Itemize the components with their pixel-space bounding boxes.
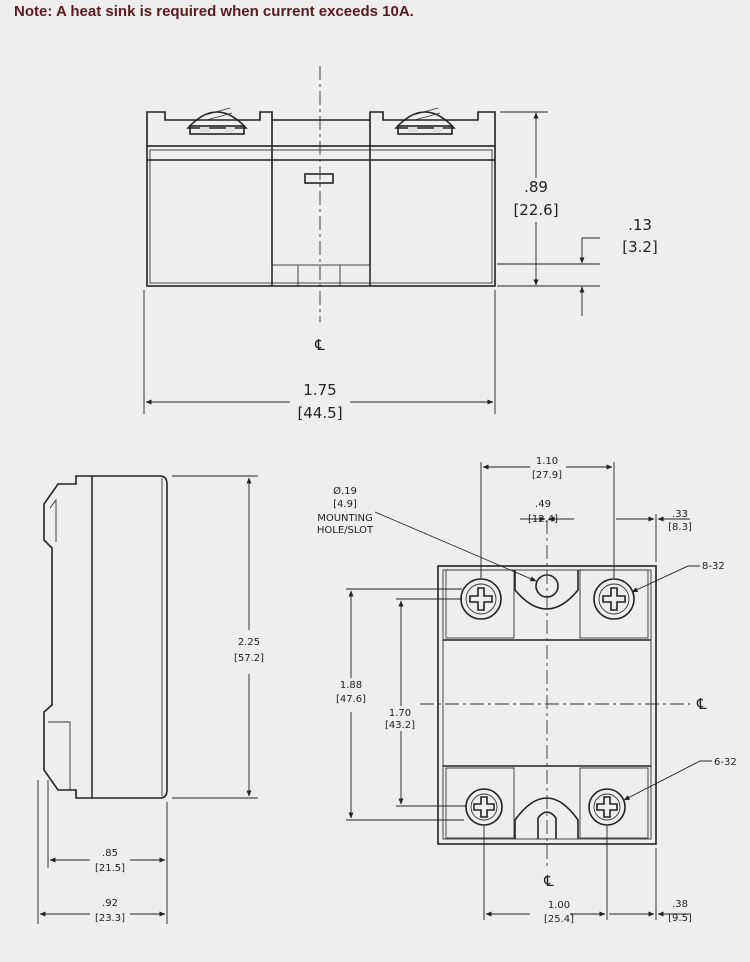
hole-label-2: HOLE/SLOT (317, 525, 374, 536)
front-width-in: 1.10 (536, 456, 558, 467)
hole-label-1: MOUNTING (317, 513, 373, 524)
front-h2-in: 1.70 (389, 708, 411, 719)
front-bottom-in: 1.00 (548, 900, 570, 911)
top-width-mm: [44.5] (297, 404, 342, 422)
front-hole-mm: [12.4] (528, 514, 558, 525)
front-bottom-right-mm: [9.5] (668, 913, 692, 924)
front-h2-mm: [43.2] (385, 720, 415, 731)
front-h1-in: 1.88 (340, 680, 362, 691)
front-hole-in: .49 (535, 499, 551, 510)
top-left-screw-head (186, 107, 248, 135)
hole-label-mm: [4.9] (333, 499, 357, 510)
screw-bottom-left-icon (465, 788, 503, 826)
top-view: ℄ .89 [22.6] .13 [3.2] 1.75 [44.5] (143, 66, 658, 422)
top-height-in: .89 (524, 178, 548, 196)
side-height-in: 2.25 (238, 637, 260, 648)
top-height-mm: [22.6] (513, 201, 558, 219)
front-h1-mm: [47.6] (336, 694, 366, 705)
top-offset-in: .13 (628, 216, 652, 234)
top-offset-mm: [3.2] (622, 238, 658, 256)
screw-bottom-size: 6-32 (714, 757, 737, 768)
front-bottom-right-in: .38 (672, 899, 688, 910)
screw-top-right-icon (593, 578, 635, 620)
side-depth1-mm: [21.5] (95, 863, 125, 874)
screw-top-left-icon (460, 578, 502, 620)
side-depth2-in: .92 (102, 898, 118, 909)
side-height-mm: [57.2] (234, 653, 264, 664)
front-right-mm: [8.3] (668, 522, 692, 533)
front-right-in: .33 (672, 509, 688, 520)
top-view-centerline-label: ℄ (314, 336, 325, 354)
screw-bottom-right-icon (588, 788, 626, 826)
top-right-screw-head (394, 107, 456, 135)
side-depth1-in: .85 (102, 848, 118, 859)
front-width-mm: [27.9] (532, 470, 562, 481)
hole-label-dia: Ø.19 (333, 485, 357, 497)
front-centerline-v-label: ℄ (543, 872, 554, 890)
side-depth2-mm: [23.3] (95, 913, 125, 924)
top-width-in: 1.75 (303, 381, 336, 399)
front-centerline-h-label: ℄ (696, 695, 707, 713)
side-view: 2.25 [57.2] .85 [21.5] .92 [23.3] (37, 475, 264, 924)
heat-sink-note: Note: A heat sink is required when curre… (14, 3, 414, 20)
front-bottom-mm: [25.4] (544, 914, 574, 925)
front-view: ℄ ℄ 1.10 [27.9] .49 [12.4] .33 [8.3] Ø.1… (317, 456, 737, 925)
screw-top-size: 8-32 (702, 561, 725, 572)
